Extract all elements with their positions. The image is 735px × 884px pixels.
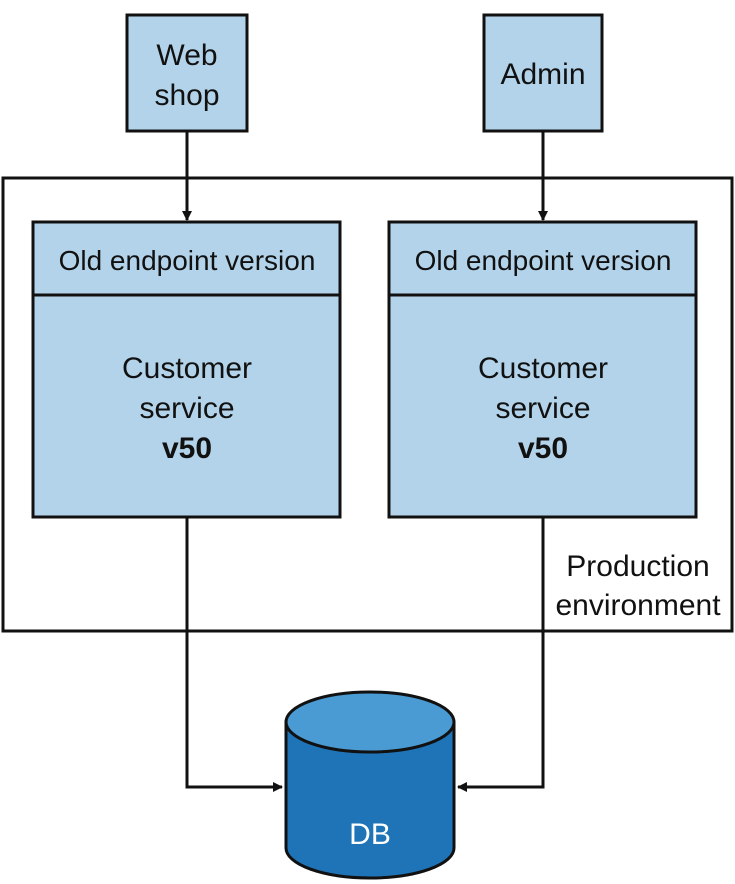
web-shop-label-line1: Web (156, 39, 217, 72)
endpoint-label-left: Old endpoint version (59, 245, 316, 276)
service-name-right-line1: Customer (478, 352, 608, 385)
web-shop-label-line2: shop (154, 79, 219, 112)
database-label: DB (349, 818, 391, 851)
service-version-right: v50 (518, 432, 568, 465)
admin-label: Admin (500, 58, 585, 91)
customer-service-left: Old endpoint version Customer service v5… (31, 220, 342, 519)
admin-client: Admin (482, 13, 604, 133)
service-version-left: v50 (162, 432, 212, 465)
service-name-right-line2: service (495, 392, 590, 425)
customer-service-right-box (387, 220, 698, 519)
customer-service-left-box (31, 220, 342, 519)
service-name-left-line2: service (139, 392, 234, 425)
database: DB (284, 690, 456, 880)
service-name-left-line1: Customer (122, 352, 252, 385)
production-environment-label-line2: environment (555, 589, 721, 622)
customer-service-right: Old endpoint version Customer service v5… (387, 220, 698, 519)
right-service-to-db-connector (457, 517, 545, 792)
web-shop-client: Web shop (125, 13, 249, 133)
production-environment-label-line1: Production (566, 550, 709, 583)
production-environment-boundary (1, 176, 734, 633)
web-shop-box (125, 13, 249, 133)
database-body (284, 720, 456, 880)
left-service-to-db-connector (185, 517, 283, 792)
database-top (284, 690, 456, 754)
endpoint-label-right: Old endpoint version (415, 245, 672, 276)
